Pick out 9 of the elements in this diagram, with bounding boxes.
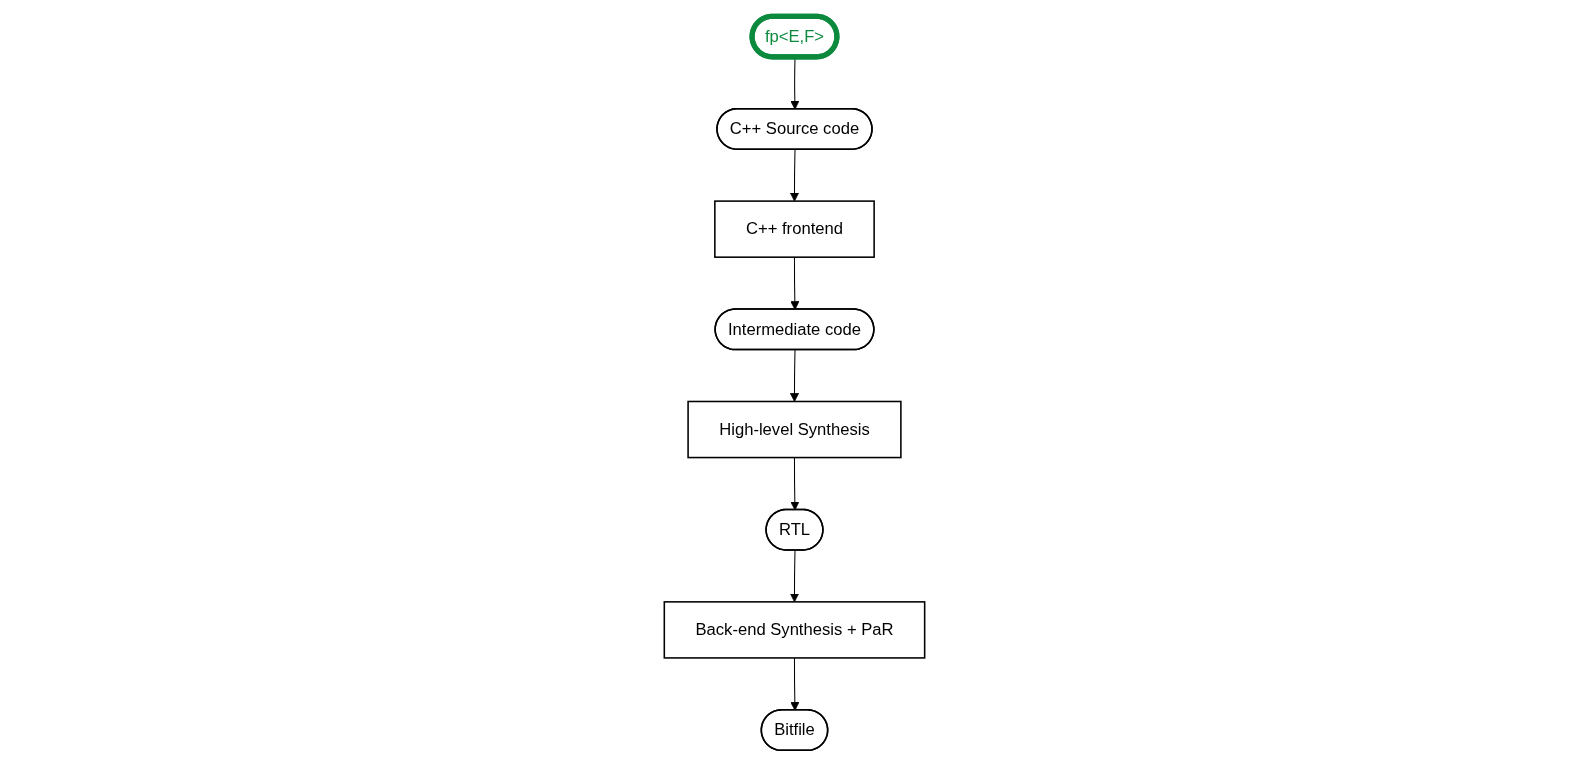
node-box: High-level Synthesis [687,400,902,458]
arrow [789,148,800,202]
node-box: C++ frontend [714,200,875,258]
arrow [790,657,800,711]
arrow [790,256,800,310]
arrow [789,549,800,602]
arrow [790,456,800,511]
arrow [789,349,800,402]
node-box: Back-end Synthesis + PaR [663,600,926,659]
